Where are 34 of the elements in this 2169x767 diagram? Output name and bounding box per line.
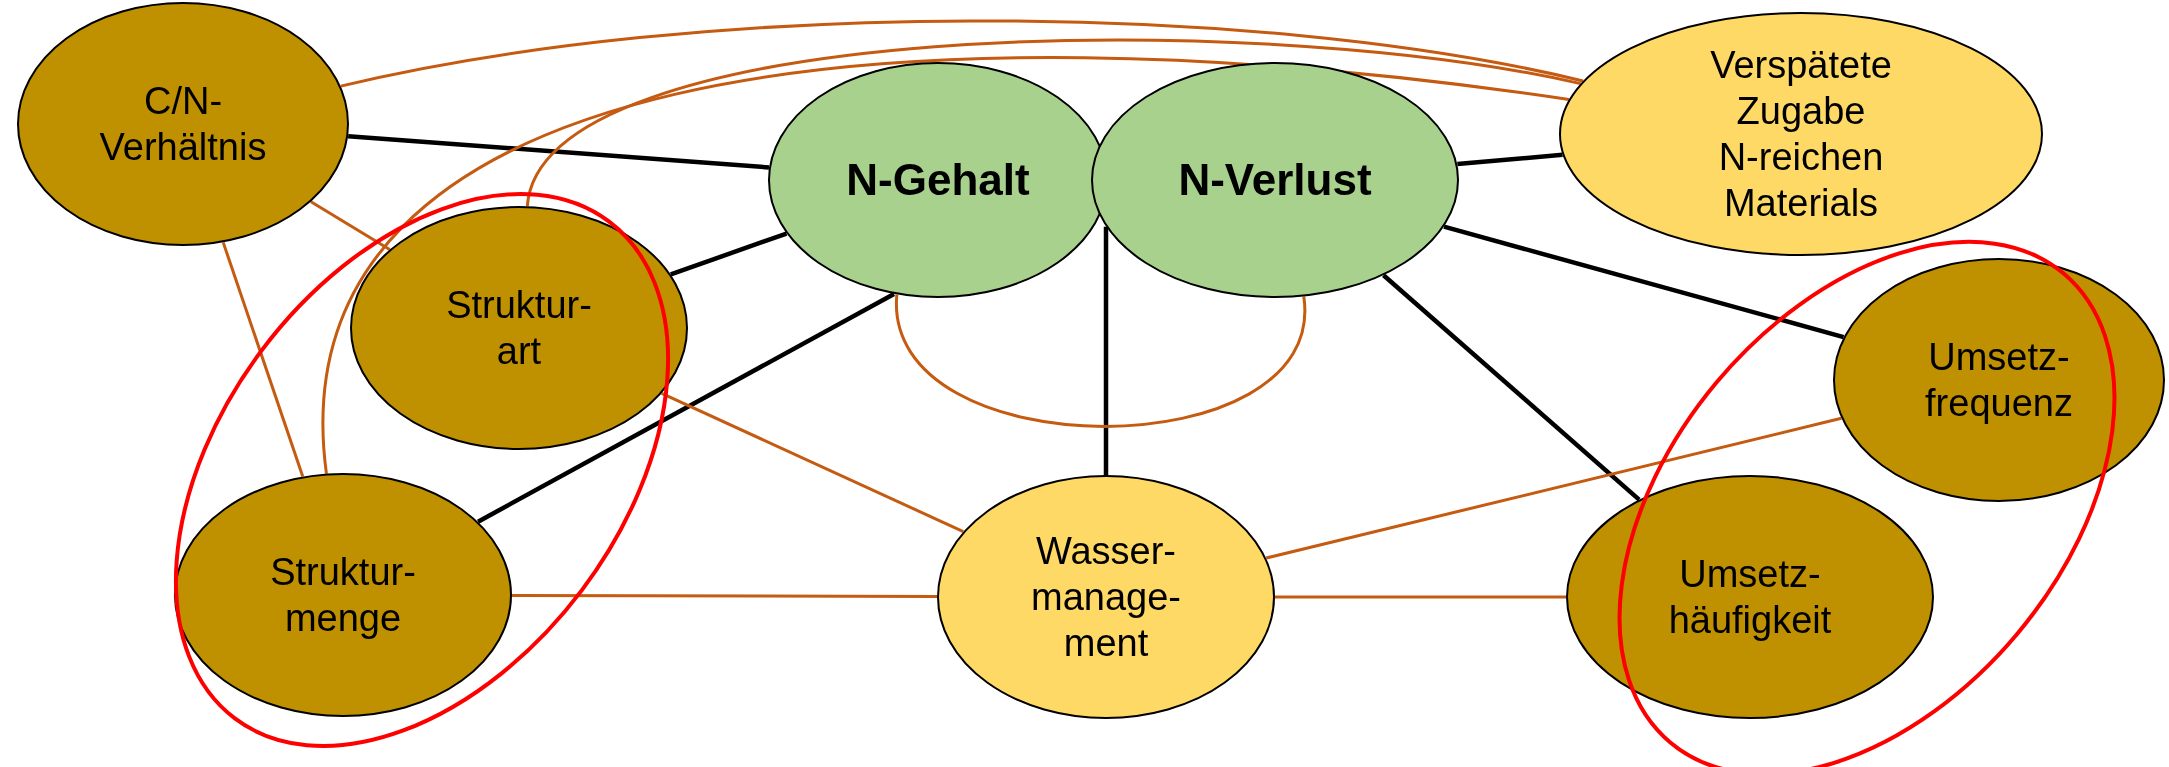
ellipse-node (350, 206, 688, 450)
connector-line (1275, 595, 1566, 599)
node-label: C/N- Verhältnis (98, 79, 268, 170)
connector-line (525, 38, 1581, 207)
connector-line (1457, 152, 1563, 167)
node-label: Wasser- manage- ment (1030, 529, 1182, 666)
connector-line (340, 19, 1584, 88)
connector-line (477, 292, 896, 524)
connector-line (310, 200, 391, 251)
connector-line (1382, 273, 1641, 502)
connector-line (1265, 416, 1842, 560)
connector-line (661, 392, 964, 533)
ellipse-node (1833, 258, 2165, 502)
connector-line (324, 56, 1570, 474)
ellipse-node (1566, 475, 1934, 719)
ellipse-node (1559, 12, 2043, 256)
ellipse-node (937, 475, 1275, 719)
ellipse-node (17, 2, 349, 246)
ellipse-node (174, 473, 512, 717)
connector-line (895, 294, 1306, 428)
node-label: N-Gehalt (845, 157, 1031, 203)
node-label: Verspätete Zugabe N-reichen Materials (1709, 43, 1893, 226)
node-label: Struktur- art (445, 283, 593, 374)
node-label: Umsetz- frequenz (1924, 335, 2074, 426)
connector-line (1103, 226, 1109, 475)
connector-line (348, 134, 770, 170)
connector-line (670, 231, 788, 277)
connector-line (512, 593, 937, 599)
connector-line (1443, 224, 1845, 340)
connector-line (221, 241, 305, 477)
node-label: Struktur- menge (269, 550, 417, 641)
ellipse-node (1091, 62, 1459, 298)
node-label: N-Verlust (1177, 157, 1373, 203)
node-label: Umsetz- häufigkeit (1667, 552, 1833, 643)
